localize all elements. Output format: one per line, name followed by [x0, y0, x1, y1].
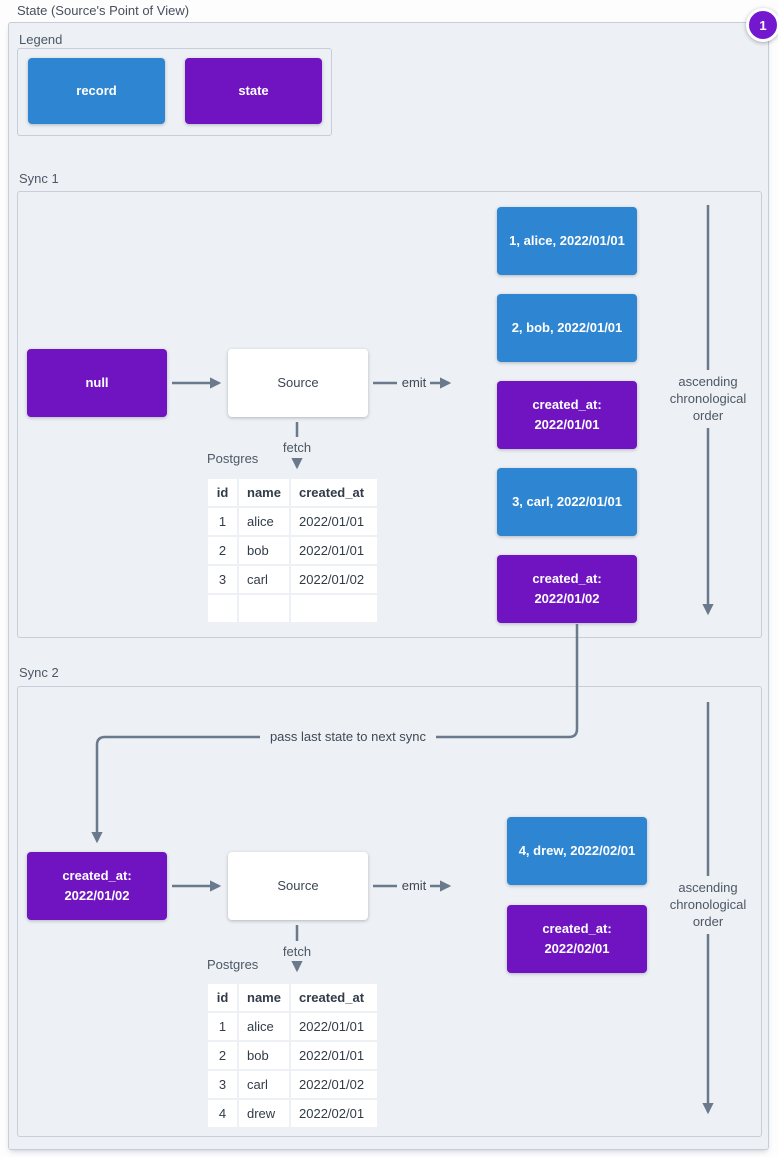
sync1-input-state-box: null — [27, 349, 167, 417]
table-cell: 2022/01/02 — [291, 566, 377, 593]
table-cell: 2022/01/01 — [291, 1042, 377, 1069]
table-cell: carl — [239, 1071, 289, 1098]
sync1-fetch-label: fetch — [282, 440, 312, 455]
table-cell-empty — [291, 595, 377, 622]
sync1-output-record: 3, carl, 2022/01/01 — [497, 468, 637, 536]
table-cell: 2 — [208, 1042, 237, 1069]
table-cell: alice — [239, 508, 289, 535]
table-cell: carl — [239, 566, 289, 593]
table-cell: 3 — [208, 566, 237, 593]
table-cell: 1 — [208, 1013, 237, 1040]
table-cell: drew — [239, 1100, 289, 1127]
table-cell-empty — [239, 595, 289, 622]
table-cell: 2022/01/01 — [291, 1013, 377, 1040]
table-cell: 2022/01/02 — [291, 1071, 377, 1098]
table-cell: 2022/01/01 — [291, 537, 377, 564]
sync1-source-box: Source — [228, 349, 368, 417]
table-cell-empty — [208, 595, 237, 622]
sync2-postgres-label: Postgres — [207, 957, 259, 972]
sync2-input-state-box: created_at: 2022/01/02 — [27, 852, 167, 920]
table-cell: 2022/02/01 — [291, 1100, 377, 1127]
table-cell: alice — [239, 1013, 289, 1040]
sync1-output-record: 1, alice, 2022/01/01 — [497, 207, 637, 275]
sync2-emit-label: emit — [401, 878, 427, 893]
sync2-order-note: ascending chronological order — [669, 880, 747, 929]
annotation-badge: 1 — [746, 8, 778, 42]
legend-label: Legend — [19, 32, 63, 47]
table-header-cell: name — [239, 984, 289, 1011]
sync1-postgres-label: Postgres — [207, 451, 259, 466]
sync2-label: Sync 2 — [19, 665, 59, 680]
table-header-cell: id — [208, 479, 237, 506]
pass-state-connector-label: pass last state to next sync — [269, 729, 427, 744]
sync1-output-record: 2, bob, 2022/01/01 — [497, 294, 637, 362]
table-cell: 2 — [208, 537, 237, 564]
sync2-source-box: Source — [228, 852, 368, 920]
sync1-label: Sync 1 — [19, 171, 59, 186]
table-cell: bob — [239, 1042, 289, 1069]
legend-panel — [17, 48, 332, 136]
table-cell: 1 — [208, 508, 237, 535]
page-title: State (Source's Point of View) — [17, 3, 190, 18]
sync2-output-state: created_at: 2022/02/01 — [507, 905, 647, 973]
sync1-postgres-table: id name created_at 1 alice 2022/01/01 2 … — [208, 479, 377, 622]
sync1-panel — [17, 191, 762, 638]
table-cell: bob — [239, 537, 289, 564]
sync2-fetch-label: fetch — [282, 944, 312, 959]
table-cell: 3 — [208, 1071, 237, 1098]
sync1-emit-label: emit — [401, 375, 427, 390]
table-cell: 4 — [208, 1100, 237, 1127]
legend-record-swatch: record — [28, 58, 165, 124]
sync2-panel — [17, 686, 762, 1137]
table-header-cell: id — [208, 984, 237, 1011]
sync2-postgres-table: id name created_at 1 alice 2022/01/01 2 … — [208, 984, 377, 1127]
sync1-order-note: ascending chronological order — [669, 374, 747, 423]
legend-state-swatch: state — [185, 58, 322, 124]
table-header-cell: created_at — [291, 479, 377, 506]
sync1-output-state: created_at: 2022/01/01 — [497, 381, 637, 449]
table-header-cell: name — [239, 479, 289, 506]
table-cell: 2022/01/01 — [291, 508, 377, 535]
sync1-output-state: created_at: 2022/01/02 — [497, 555, 637, 623]
table-header-cell: created_at — [291, 984, 377, 1011]
sync2-output-record: 4, drew, 2022/02/01 — [507, 817, 647, 885]
